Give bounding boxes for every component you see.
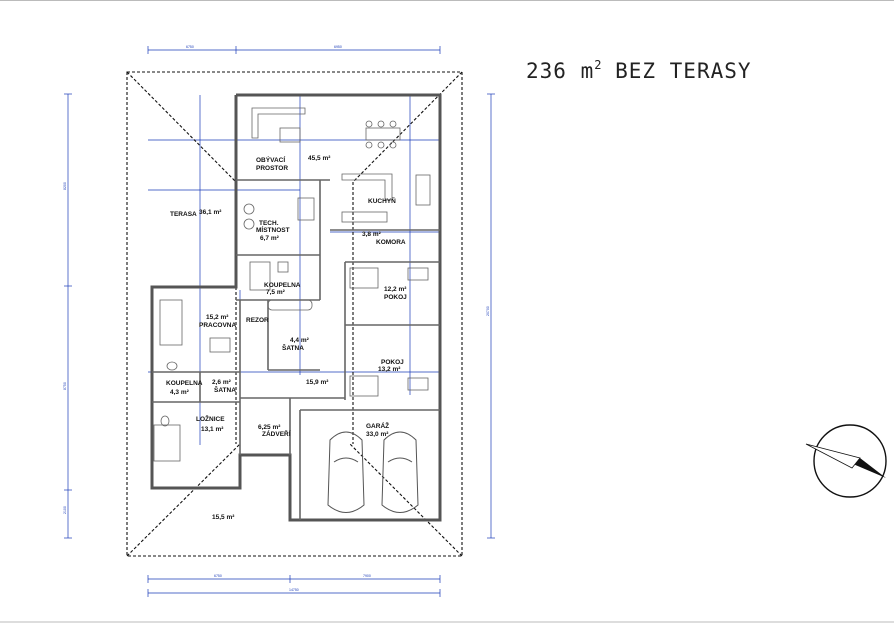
area-pracovna: 15,2 m² <box>206 314 229 321</box>
car-icon <box>327 431 419 513</box>
toilet-icon <box>160 261 289 427</box>
area-koupelna-1: 7,5 m² <box>266 289 286 296</box>
label-tech-1: TECH. <box>259 220 279 227</box>
label-pokoj-2: POKOJ <box>381 359 404 366</box>
area-pokoj-1: 12,2 m² <box>384 286 407 293</box>
label-koupelna-2: KOUPELNA <box>166 380 203 387</box>
svg-text:6750: 6750 <box>214 574 222 578</box>
label-tech-2: MÍSTNOST <box>256 225 290 234</box>
plan-title: 236 m2 BEZ TERASY <box>526 58 752 83</box>
room-labels: OBÝVACÍ PROSTOR 45,5 m² TERASA 36,1 m² K… <box>166 155 407 521</box>
label-kuchyn: KUCHYŇ <box>368 196 396 205</box>
area-satna-2: 2,6 m² <box>212 379 232 386</box>
bed-icon <box>153 267 379 462</box>
svg-text:20700: 20700 <box>486 306 490 316</box>
area-tech: 6,7 m² <box>260 235 280 242</box>
tech-room-appliances <box>243 197 315 230</box>
walls <box>150 93 442 522</box>
area-chodba: 15,9 m² <box>306 379 329 386</box>
title-area: 236 m <box>526 59 595 83</box>
svg-text:14750: 14750 <box>289 588 299 592</box>
label-pokoj-1: POKOJ <box>384 294 407 301</box>
svg-text:8200: 8200 <box>63 182 67 190</box>
dimension-text: 6750 6950 6750 7900 14750 8200 8750 2100… <box>63 45 490 592</box>
area-komora: 3,8 m² <box>362 231 382 238</box>
svg-text:6750: 6750 <box>186 45 194 49</box>
bathtub-icon <box>249 261 313 311</box>
svg-text:8750: 8750 <box>63 382 67 390</box>
label-terasa: TERASA <box>170 211 197 218</box>
interior-walls <box>152 179 440 520</box>
svg-text:7900: 7900 <box>363 574 371 578</box>
svg-text:6950: 6950 <box>334 45 342 49</box>
area-koupelna-2: 4,3 m² <box>170 389 190 396</box>
area-venkovni: 15,5 m² <box>212 514 235 521</box>
compass-icon <box>805 424 887 498</box>
roof-outline <box>126 71 463 557</box>
area-terasa: 36,1 m² <box>199 209 222 216</box>
area-obyvaci: 45,5 m² <box>308 155 331 162</box>
title-rest: BEZ TERASY <box>601 59 752 83</box>
label-garaz: GARÁŽ <box>366 421 389 430</box>
desk <box>209 267 429 391</box>
label-obyvaci-1: OBÝVACÍ <box>256 155 285 164</box>
area-zadveri: 6,25 m² <box>258 424 281 431</box>
label-komora: KOMORA <box>376 239 406 246</box>
sofa-icon <box>251 107 306 143</box>
label-loznice: LOŽNICE <box>196 414 225 423</box>
svg-text:2100: 2100 <box>63 506 67 514</box>
area-satna-1: 4,4 m² <box>290 337 310 344</box>
kitchen-counter <box>341 173 431 223</box>
dimension-lines <box>64 46 495 597</box>
label-satna-2: ŠATNA <box>214 385 236 394</box>
label-satna-1: ŠATNA <box>282 343 304 352</box>
title-area-sup: 2 <box>594 58 602 72</box>
label-koupelna-1: KOUPELNA <box>264 282 301 289</box>
label-zadveri: ZÁDVEŘÍ <box>262 429 291 438</box>
area-pokoj-2: 13,2 m² <box>378 366 401 373</box>
label-obyvaci-2: PROSTOR <box>256 165 288 172</box>
dining-table-icon <box>365 120 401 149</box>
label-rezor: REZOR <box>246 317 269 324</box>
label-pracovna: PRACOVNA <box>199 322 237 329</box>
area-garaz: 33,0 m² <box>366 431 389 438</box>
area-loznice: 13,1 m² <box>201 426 224 433</box>
